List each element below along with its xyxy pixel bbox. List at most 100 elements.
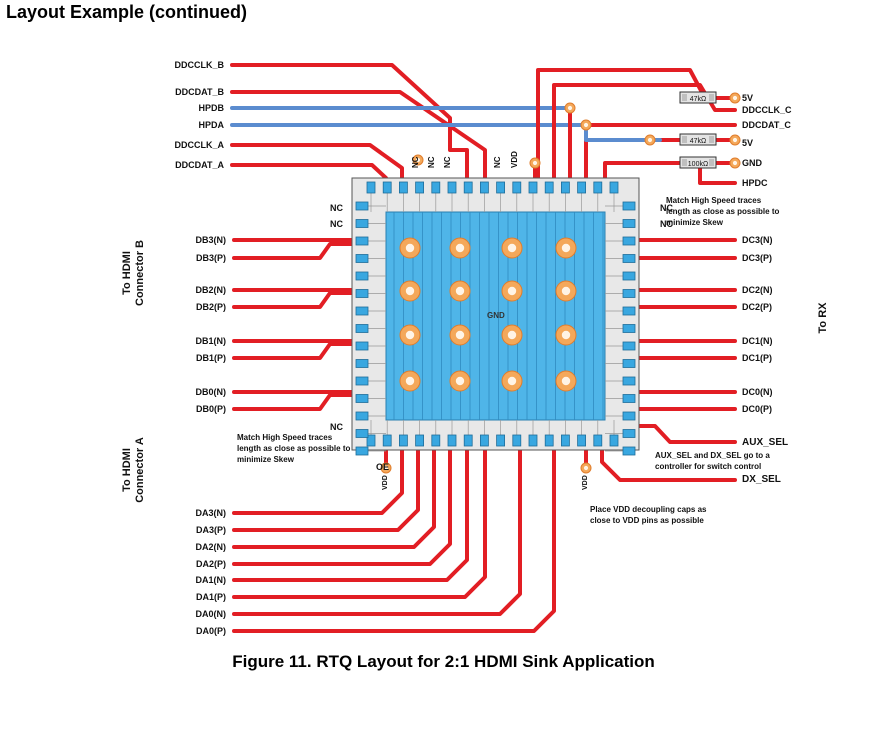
via-hole [405,243,415,253]
bottom-signal-label: DA2(P) [196,559,226,569]
trace-ddcclk-a [230,143,404,188]
bottom-pad [577,434,586,447]
note-decoupling: Place VDD decoupling caps as [590,505,707,514]
left-pad [355,236,369,246]
top-pin-label: VDD [510,151,519,168]
resistor-pad [709,159,714,166]
resistor-pad [709,94,714,101]
thermal-via [399,237,421,259]
bottom-pad [528,434,538,447]
right-pad [622,429,636,438]
via-hole [455,286,465,296]
via-vdd-bottom [580,462,592,474]
right-label-p: DC2(P) [742,302,772,312]
right-pad [622,271,636,281]
top-pad [366,181,376,194]
signal-label-ddcdat_b: DDCDAT_B [175,87,224,97]
via-hole [405,376,415,386]
trace-ddcdat-b [230,90,487,188]
top-pad [561,181,570,194]
resistor-47k-top: 47kΩ [679,91,717,104]
thermal-via [449,370,471,392]
trace-left-p [232,342,370,360]
right-pad [622,306,636,316]
note-decoupling: close to VDD pins as possible [590,516,704,525]
left-pad [355,219,369,228]
trace-bottom-signal [232,440,487,599]
bottom-signal-label: DA2(N) [196,542,227,552]
via-hole [405,330,415,340]
via-hole [405,286,415,296]
via-hole [532,160,538,166]
trace-bottom-signal [232,440,452,566]
right-label-n: DC2(N) [742,285,773,295]
group-label-b1: To HDMI [121,251,133,295]
left-pad [355,306,369,316]
via-hole [507,243,517,253]
via-hole [561,330,571,340]
top-pad [544,181,554,194]
via-gnd [729,157,741,169]
trace-bottom-signal [232,440,469,582]
top-pin-label: NC [411,156,420,168]
resistor-value: 47kΩ [690,138,707,145]
note-sel: controller for switch control [655,462,761,471]
note-top-right: length as close as possible to [666,207,779,216]
package-layer [351,177,640,456]
left-pad [355,446,369,456]
left-pad [355,289,369,298]
via-hole [455,330,465,340]
top-pad [479,181,489,194]
via-hole [415,157,421,163]
right-label-p: DC1(P) [742,353,772,363]
note-bottom-left: Match High Speed traces [237,433,333,442]
thermal-via [399,370,421,392]
trace-bottom-signal [232,440,556,633]
bottom-pad [382,434,392,447]
right-pad [622,254,636,263]
top-pad [577,181,586,194]
bottom-pad [479,434,489,447]
bottom-pad [496,434,506,447]
label-layer: GNDDDCCLK_BDDCDAT_BHPDBHPDADDCCLK_ADDCDA… [121,60,829,636]
left-nc-label: NC [330,422,343,432]
thermal-via [501,324,523,346]
top-pad [463,181,473,194]
trace-left-p [232,242,370,260]
top-pad [593,181,603,194]
thermal-via [501,280,523,302]
left-label-p: DB0(P) [196,404,226,414]
right-pad [622,376,636,386]
right-top-label: GND [742,158,763,168]
bottom-pin-label: VDD [382,475,389,490]
left-pad [355,359,369,368]
note-sel: AUX_SEL and DX_SEL go to a [655,451,770,460]
left-nc-label: NC [330,203,343,213]
bottom-signal-label: DA3(P) [196,525,226,535]
resistor-pad [682,94,687,101]
right-pad [622,446,636,456]
left-label-n: DB1(N) [196,336,227,346]
top-pad [415,181,425,194]
top-pin-label: NC [427,156,436,168]
resistor-body [679,133,717,146]
thermal-via [501,237,523,259]
via-hole [583,122,589,128]
left-pad [355,411,369,421]
bottom-pad [593,434,603,447]
trace-ddcclk-b [230,63,469,188]
left-label-n: DB2(N) [196,285,227,295]
via-hole [383,465,389,471]
via-hole [507,330,517,340]
left-pad [355,429,369,438]
trace-bottom-signal [232,440,522,616]
top-pad [398,181,408,194]
thermal-via [449,324,471,346]
right-pad [622,359,636,368]
signal-label-ddcdat_a: DDCDAT_A [175,160,224,170]
trace-ddcdat-c-route [552,83,737,147]
resistor-47k-mid: 47kΩ [679,133,717,146]
right-pad [622,411,636,421]
via-5v-mid [729,134,741,146]
